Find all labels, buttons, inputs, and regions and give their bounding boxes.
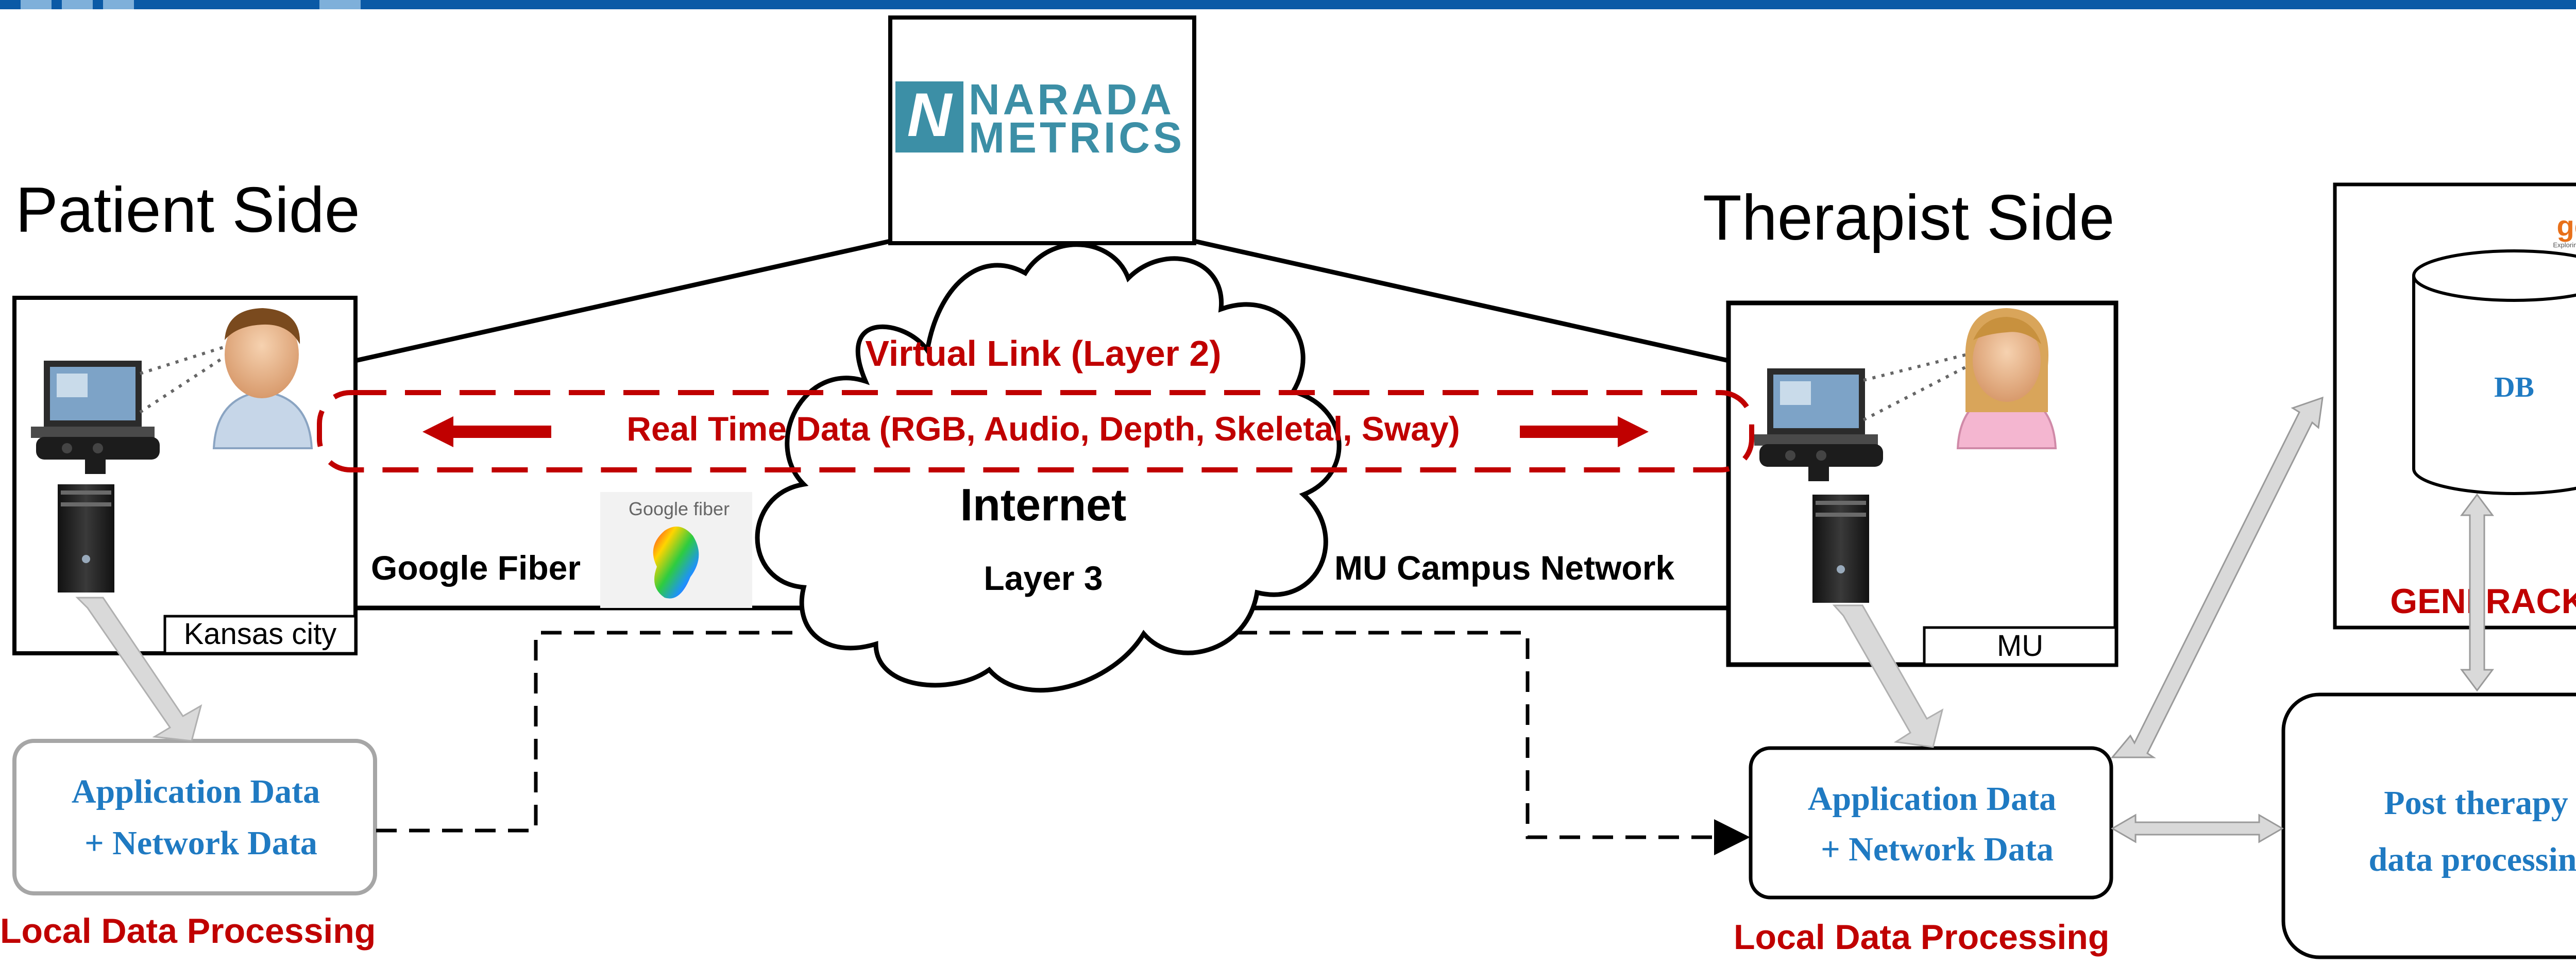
db-label: DB: [2494, 371, 2534, 403]
geni-rack-box: DB geni Exploring Networks of the Future…: [2335, 184, 2576, 628]
computer-tower-icon: [58, 484, 114, 592]
therapist-data-box: Application Data + Network Data: [1751, 748, 2111, 898]
therapist-data-line2: + Network Data: [1821, 831, 2054, 868]
patient-dashed-connector: [376, 633, 804, 831]
left-red-arrow-icon: [422, 416, 551, 447]
narada-line2: METRICS: [969, 113, 1185, 162]
post-therapy-line2: data processing: [2369, 841, 2576, 878]
google-fiber-label: Google Fiber: [371, 549, 581, 587]
laptop-icon: [1754, 368, 1878, 446]
logo-to-patient-line: [355, 241, 890, 361]
patient-location-label: Kansas city: [184, 617, 337, 651]
patient-data-line2: + Network Data: [84, 824, 317, 862]
internet-label: Internet: [960, 479, 1127, 530]
post-therapy-line1: Post therapy: [2384, 784, 2568, 822]
geni-tagline: Exploring Networks of the Future: [2553, 241, 2576, 249]
database-icon: DB: [2414, 251, 2576, 494]
therapist-location-label: MU: [1997, 629, 2043, 663]
patient-data-box: Application Data + Network Data: [14, 741, 375, 893]
therapist-data-line1: Application Data: [1808, 780, 2056, 818]
narada-mark-letter: N: [907, 80, 953, 149]
patient-box: Kansas city: [14, 298, 355, 653]
laptop-icon: [31, 361, 155, 438]
data-to-post-double-arrow-icon: [2112, 815, 2282, 842]
computer-tower-icon: [1812, 495, 1869, 603]
patient-side-title: Patient Side: [15, 175, 360, 246]
mu-campus-label: MU Campus Network: [1334, 549, 1674, 587]
header-bar: [0, 0, 2576, 9]
therapist-avatar-icon: [1958, 308, 2056, 448]
therapist-dashed-connector: [1236, 633, 1747, 837]
google-fiber-logo-text: Google fiber: [629, 498, 730, 519]
narada-logo-box: N NARADA METRICS: [890, 18, 1194, 243]
google-fiber-logo: Google fiber: [600, 492, 752, 608]
real-time-data-label: Real Time Data (RGB, Audio, Depth, Skele…: [626, 410, 1460, 448]
layer3-label: Layer 3: [984, 559, 1103, 597]
therapist-side-title: Therapist Side: [1703, 182, 2115, 253]
data-to-geni-double-arrow-icon: [2112, 398, 2323, 757]
patient-processing-label: Local Data Processing: [0, 911, 376, 951]
therapist-box: MU: [1728, 303, 2116, 665]
geni-logo-text: geni: [2556, 210, 2576, 242]
patient-data-line1: Application Data: [72, 773, 320, 810]
post-therapy-box: Post therapy data processing: [2283, 695, 2576, 957]
right-red-arrow-icon: [1520, 416, 1649, 447]
therapist-processing-label: Local Data Processing: [1734, 918, 2109, 957]
virtual-link-label: Virtual Link (Layer 2): [865, 333, 1221, 374]
